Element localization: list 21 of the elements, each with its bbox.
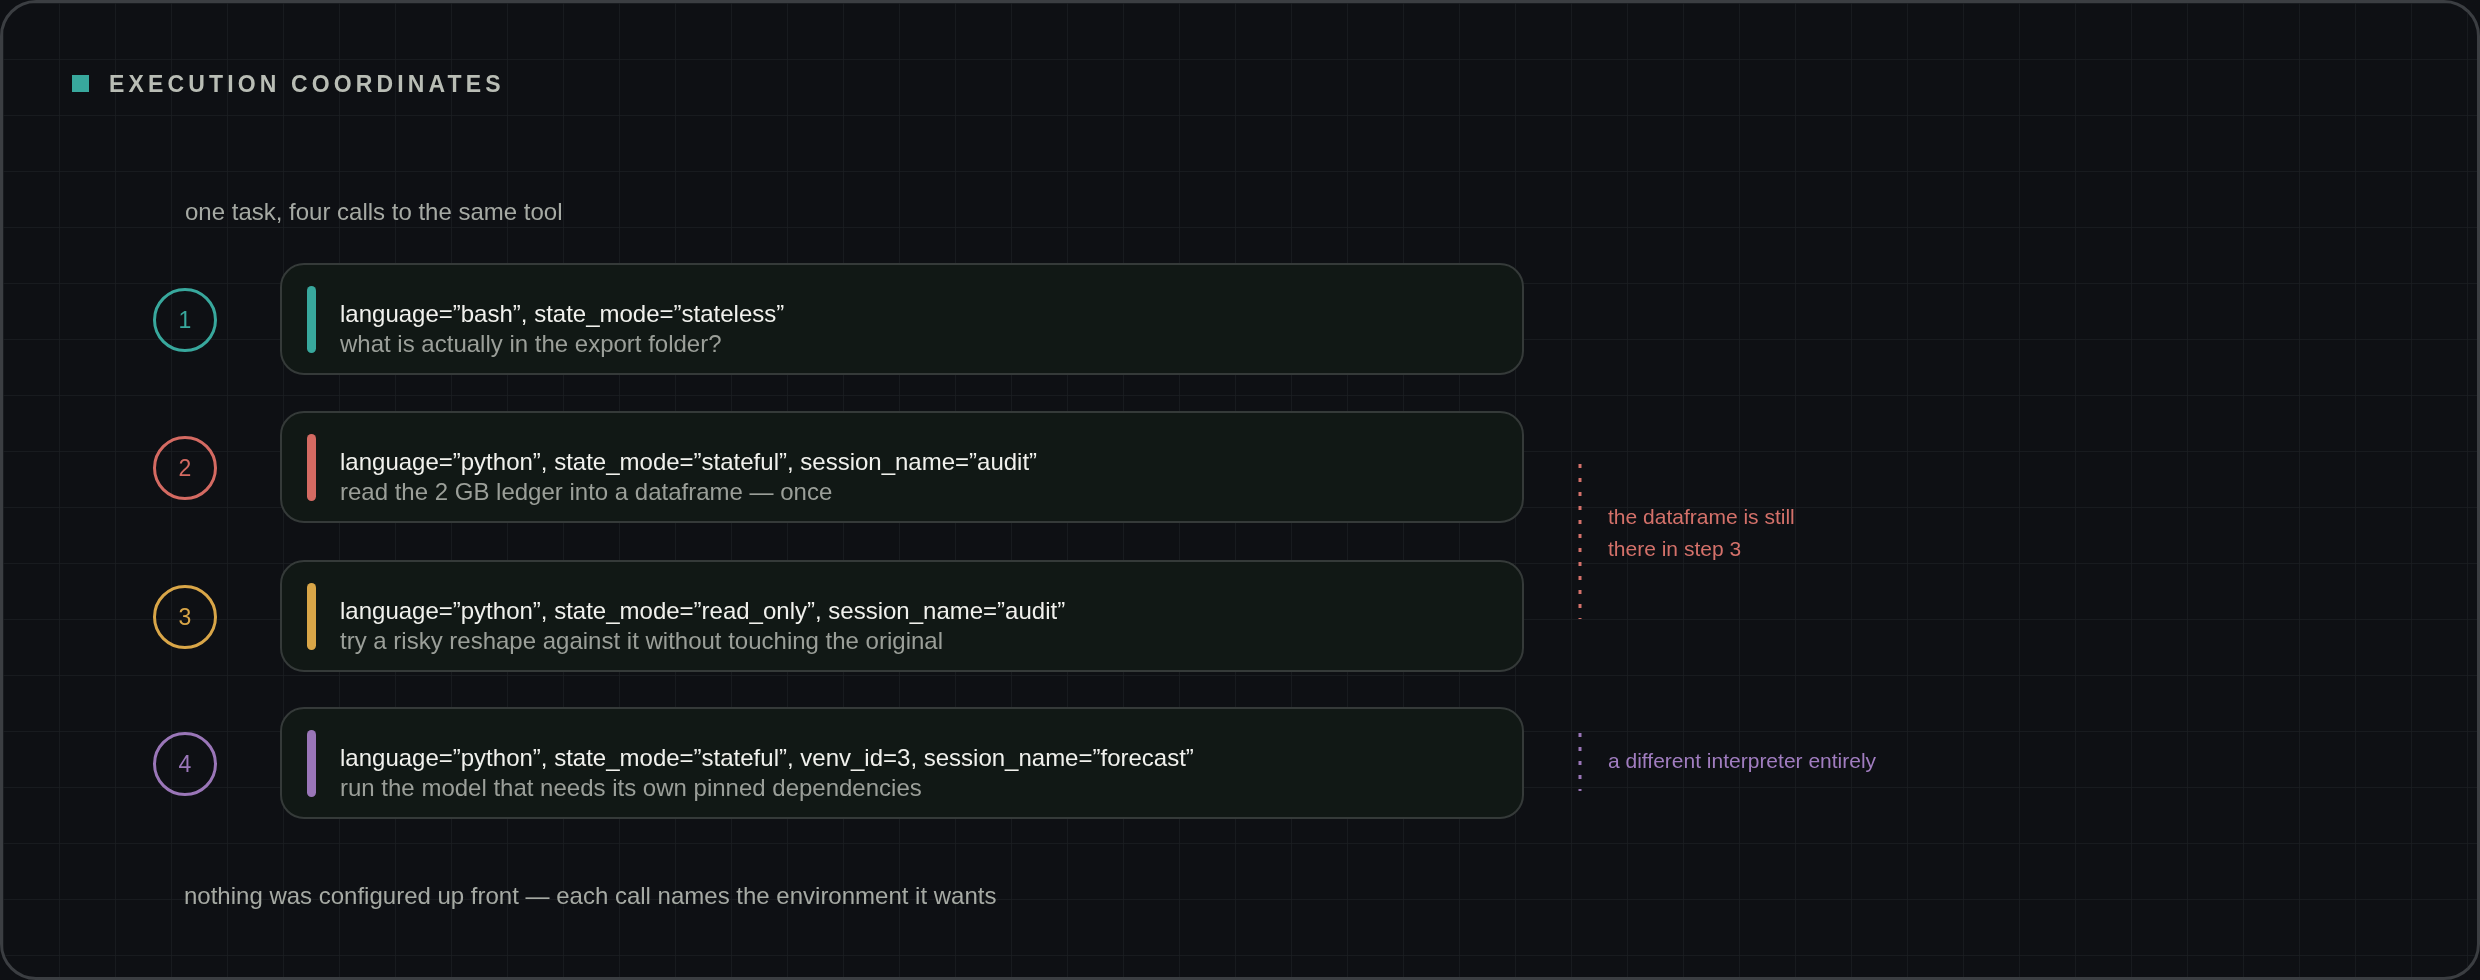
call-card (280, 560, 1524, 672)
call-description: read the 2 GB ledger into a dataframe — once (340, 477, 834, 507)
footnote: nothing was configured up front — each call names the environment it wants (184, 881, 997, 911)
call-parameters: language=”python”, state_mode=”stateful”, session_name=”audit” (340, 447, 1038, 477)
step-number: 3 (178, 604, 192, 630)
call-description: run the model that needs its own pinned dependencies (340, 773, 923, 803)
diagram-title: EXECUTION COORDINATES (109, 70, 505, 99)
call-parameters: language=”python”, state_mode=”stateful”, venv_id=3, session_name=”forecast” (340, 743, 1194, 773)
step-number: 4 (178, 751, 192, 777)
call-description: what is actually in the export folder? (340, 329, 723, 359)
subtitle: one task, four calls to the same tool (185, 197, 563, 227)
call-parameters: language=”bash”, state_mode=”stateless” (340, 299, 785, 329)
step-number: 2 (178, 455, 192, 481)
call-card (280, 411, 1524, 523)
call-card (280, 707, 1524, 819)
step-number: 1 (178, 307, 192, 333)
annotation-note: a different interpreter entirely (1608, 748, 1877, 774)
call-parameters: language=”python”, state_mode=”read_only”, session_name=”audit” (340, 596, 1066, 626)
call-description: try a risky reshape against it without touching the original (340, 626, 944, 656)
call-card (280, 263, 1524, 375)
annotation-note: the dataframe is still there in step 3 (1608, 504, 1796, 562)
